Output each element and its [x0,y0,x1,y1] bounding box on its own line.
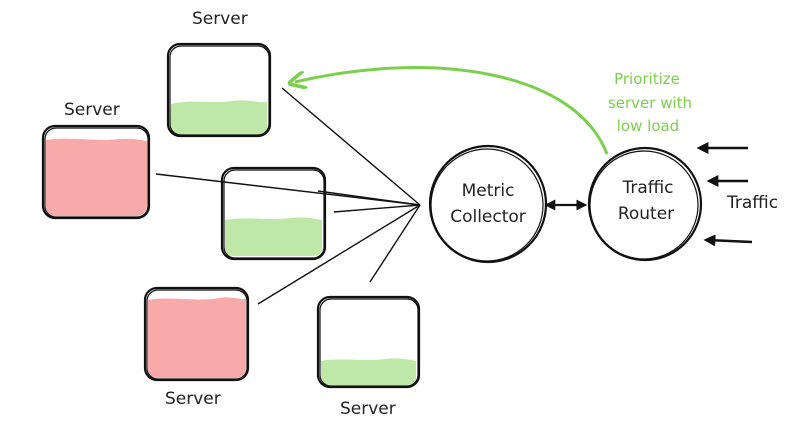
load-fill-low [170,100,268,135]
wire-upper-left-server [155,173,421,206]
server-label: Server [192,9,248,29]
wire-middle-server-b [333,204,421,213]
wire-middle-server-a [317,190,421,206]
server-connections [155,87,421,305]
annotation-line2: server with [608,94,692,112]
server-upper-left: Server [41,100,151,220]
traffic-arrow-3 [703,234,753,247]
load-fill-high [46,138,147,216]
traffic-router-label-line1: Traffic [621,178,673,198]
server-label: Server [64,100,120,120]
traffic-label: Traffic [726,193,778,213]
metric-collector-label-line2: Collector [450,207,526,227]
metric-collector-label-line1: Metric [462,181,515,201]
traffic-router-label-line2: Router [618,204,674,224]
load-fill-low [321,358,416,385]
wire-top-server [281,87,421,206]
incoming-traffic-arrows [696,142,753,247]
server-bottom: Server [316,295,421,419]
server-bottom-left: Server [143,286,250,409]
server-middle [220,166,327,261]
server-label: Server [340,399,396,419]
annotation-line3: low load [617,117,679,135]
wire-bottom-left-server [257,204,421,305]
wire-bottom-server [369,204,421,283]
prioritize-arrow [295,66,609,155]
traffic-router: Traffic Router [587,146,703,262]
server-top: Server [166,9,272,138]
load-fill-low [225,217,322,256]
prioritize-annotation: Prioritize server with low load [608,70,692,135]
server-label: Server [165,389,221,409]
metric-collector: Metric Collector [428,144,548,264]
annotation-line1: Prioritize [614,70,680,88]
load-fill-high [148,297,246,378]
